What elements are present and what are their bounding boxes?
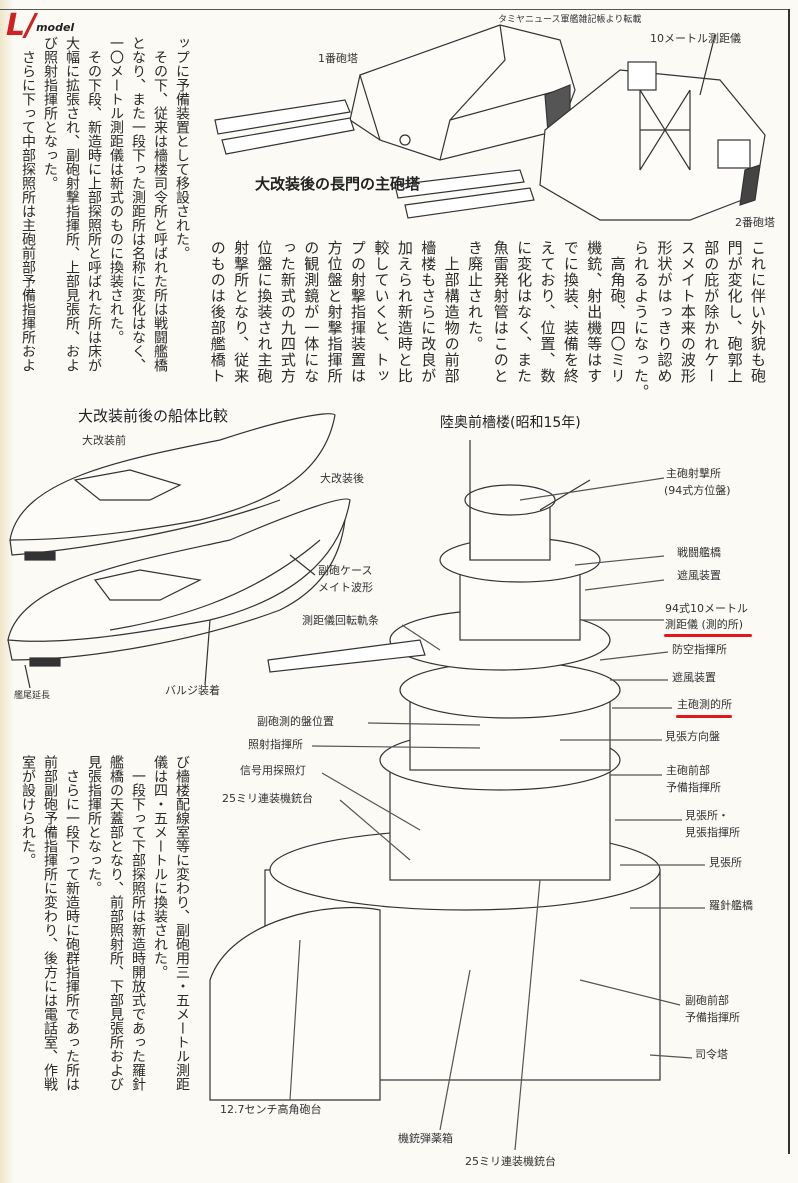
text-column: プの射撃指揮装置は (349, 240, 368, 384)
top-rule (0, 9, 790, 10)
body-text-right: これに伴い外貌も砲 門が変化し、砲郭上 部の庇が除かれケー スメイト本来の波形 … (488, 240, 769, 405)
label-main-reserve-sub: 予備指揮所 (666, 781, 721, 794)
label-lookout-post-sub: 見張指揮所 (685, 826, 740, 839)
highlight-underline (676, 715, 732, 718)
text-column: 位盤に換装され主砲 (255, 240, 274, 384)
text-column: 上部構造物の前部 (442, 240, 461, 384)
casemate-label-1: 副砲ケース (318, 564, 373, 577)
stern-label: 艦尾延長 (14, 691, 51, 701)
text-column: 射撃所となり、従来 (232, 240, 251, 384)
label-mg-platform: 25ミリ連装機銃台 (222, 792, 313, 805)
logo-text: model (36, 21, 75, 34)
turret-credit: タミヤニュース軍艦雑記帳より転載 (498, 15, 642, 25)
site-logo: L/model (6, 8, 74, 43)
turret-2-drawing (394, 34, 766, 221)
text-column: 高角砲、四〇ミリ (608, 240, 627, 384)
label-rangefinder-sub: 測距儀 (測的所) (665, 618, 744, 631)
text-column: その下段、新造時に上部探照所と呼ばれた所は床が (86, 36, 102, 372)
label-signal-searchlight: 信号用探照灯 (240, 764, 306, 777)
turret-figure-title: 大改装後の長門の主砲塔 (255, 175, 421, 193)
bridge-drawing (209, 440, 705, 1151)
text-column: 艦橋の天蓋部となり、前部照射所、下部見張所および (108, 755, 124, 1091)
label-secondary-measuring: 副砲測的盤位置 (257, 715, 334, 728)
label-lookout: 見張所 (709, 856, 742, 869)
label-aa-command: 防空指揮所 (672, 643, 727, 656)
page-edge (0, 0, 14, 1183)
text-column: に変化はなく、また (515, 240, 534, 384)
turret-1-drawing (214, 24, 576, 161)
hull-figure-title: 大改装前後の船体比較 (78, 407, 229, 425)
text-column: 室が設けられた。 (20, 755, 36, 867)
label-main-fire-control: 主砲射撃所 (666, 467, 721, 480)
text-column: 加えられ新造時と比 (395, 240, 414, 384)
label-main-fire-control-sub: (94式方位盤) (664, 484, 731, 497)
text-column: び照射指揮所となった。 (42, 36, 58, 190)
text-column: 門が変化し、砲郭上 (725, 240, 744, 384)
label-lookout-post: 見張所・ (685, 809, 729, 822)
text-column: えており、位置、数 (538, 240, 557, 384)
text-column: 檣楼もさらに改良が (419, 240, 438, 384)
hull-after-drawing (7, 498, 351, 689)
label-wind-screen-2: 遮風装置 (672, 671, 716, 684)
body-text-bottom-left: び檣楼配線室等に変わり、副砲用三・五メートル測距 儀は四・五メートルに換装された… (17, 755, 193, 1100)
label-combat-bridge: 戦闘艦橋 (677, 546, 721, 559)
text-column: これに伴い外貌も砲 (749, 240, 767, 384)
turret-1-label: 1番砲塔 (318, 52, 358, 65)
logo-mark: L/ (6, 8, 37, 43)
hull-before-drawing (9, 413, 336, 561)
label-secondary-reserve: 副砲前部 (685, 994, 729, 1007)
text-column: られるようになった。 (632, 240, 651, 400)
label-rangefinder: 94式10メートル (665, 602, 748, 615)
text-column: のものは後部艦橋ト (208, 240, 227, 384)
label-conning-tower: 司令塔 (695, 1048, 728, 1061)
text-column: き廃止された。 (466, 240, 484, 352)
label-ammo-box: 機銃弾薬箱 (398, 1132, 453, 1145)
text-column: った新式の九四式方 (278, 240, 297, 384)
label-ha-gun-platform: 12.7センチ高角砲台 (220, 1103, 322, 1116)
text-column: となり、また一段下った測距所は名称に変化はなく、 (130, 36, 146, 372)
highlight-underline (664, 634, 752, 637)
text-column: でに換装、装備を終 (561, 240, 580, 384)
hull-before-label: 大改装前 (82, 434, 126, 447)
text-column: 儀は四・五メートルに換装された。 (152, 755, 168, 979)
body-text-top-left: ップに予備装置として移設された。 その下、従来は檣楼司令所と呼ばれた所は戦闘艦橋… (17, 36, 193, 381)
text-column: 一〇メートル測距儀は新式のものに換装された。 (108, 36, 124, 344)
text-column: び檣楼配線室等に変わり、副砲用三・五メートル測距 (174, 755, 190, 1091)
text-column: 較していくと、トッ (372, 240, 391, 384)
bridge-figure-title: 陸奥前檣楼(昭和15年) (440, 415, 581, 431)
text-column: 形状がはっきり認め (655, 240, 674, 384)
body-text-middle: き廃止された。 上部構造物の前部 檣楼もさらに改良が 加えられ新造時と比 較して… (205, 240, 486, 405)
label-compass-bridge: 羅針艦橋 (709, 899, 753, 912)
label-mg-platform-2: 25ミリ連装機銃台 (465, 1155, 556, 1168)
label-secondary-reserve-sub: 予備指揮所 (685, 1011, 740, 1024)
text-column: ップに予備装置として移設された。 (174, 36, 190, 260)
bulge-label: バルジ装着 (165, 684, 220, 697)
casemate-label-2: メイト波形 (318, 581, 373, 594)
turret-2-label: 2番砲塔 (735, 216, 775, 229)
text-column: さらに一段下って新造時に砲群指揮所であった所は (64, 755, 80, 1091)
text-column: 見張指揮所となった。 (86, 755, 102, 895)
text-column: さらに下って中部探照所は主砲前部予備指揮所およ (20, 36, 36, 372)
text-column: その下、従来は檣楼司令所と呼ばれた所は戦闘艦橋 (152, 36, 168, 372)
text-column: の観測鏡が一体にな (302, 240, 321, 384)
label-lookout-director: 見張方向盤 (665, 730, 720, 743)
label-main-measuring: 主砲測的所 (677, 698, 732, 711)
text-column: スメイト本来の波形 (678, 240, 697, 384)
right-rule (788, 9, 790, 1154)
hull-after-label: 大改装後 (320, 472, 364, 485)
text-column: 前部副砲予備指揮所に変わり、後方には電話室、作戦 (42, 755, 58, 1091)
label-rangefinder-rail: 測距儀回転軌条 (302, 614, 379, 627)
label-wind-screen: 遮風装置 (677, 569, 721, 582)
text-column: 方位盤と射撃指揮所 (325, 240, 344, 384)
label-main-reserve: 主砲前部 (666, 764, 710, 777)
text-column: 大幅に拡張され、副砲射撃指揮所、上部見張所、およ (64, 36, 80, 372)
text-column: 魚雷発射管はこのと (491, 240, 510, 384)
rangefinder-label: 10メートル測距儀 (650, 32, 741, 45)
text-column: 部の庇が除かれケー (702, 240, 721, 384)
text-column: 一段下って下部探照所は新造時開放式であった羅針 (130, 755, 146, 1091)
label-searchlight-command: 照射指揮所 (248, 738, 303, 751)
text-column: 機銃、射出機等はす (585, 240, 604, 384)
